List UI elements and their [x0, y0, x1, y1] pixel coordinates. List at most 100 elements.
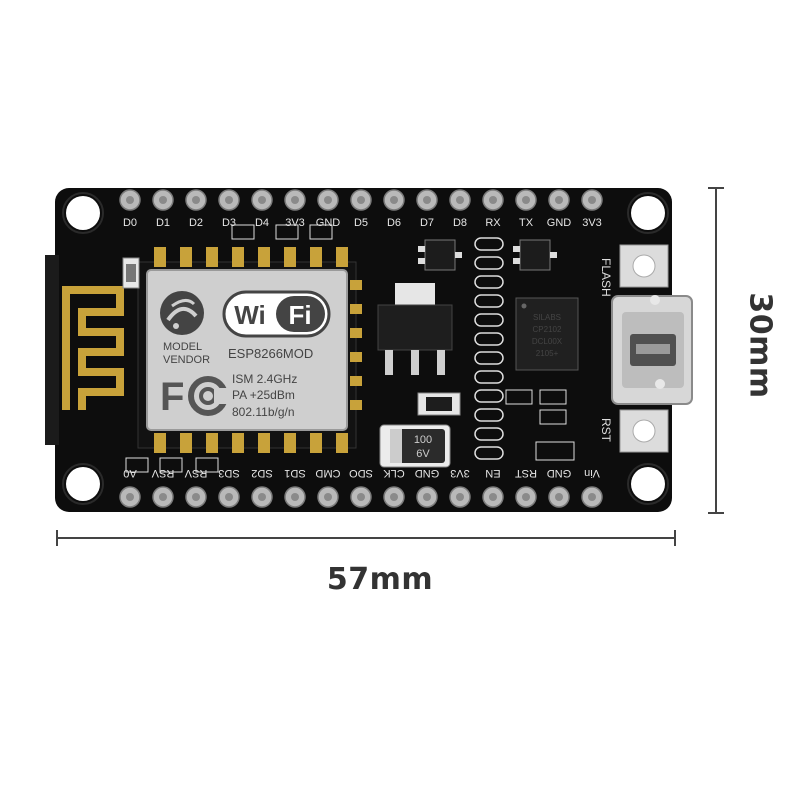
bottom-pin-label: CMD: [315, 467, 340, 479]
top-pin-center: [489, 196, 497, 204]
top-pin-label: D8: [453, 217, 467, 229]
top-pin-label: 3V3: [285, 217, 305, 229]
bottom-pin-center: [555, 493, 563, 501]
smd-transistors: [418, 239, 557, 271]
module-castellated-pads: [154, 247, 362, 453]
module-pad: [350, 328, 362, 338]
bottom-pin-label: GND: [415, 467, 440, 479]
bottom-pin-center: [522, 493, 530, 501]
bottom-pin-center: [357, 493, 365, 501]
spec-line-3: 802.11b/g/n: [232, 405, 295, 419]
bottom-pin-label: EN: [485, 467, 500, 479]
bottom-pin-center: [588, 493, 596, 501]
top-pin-label: D3: [222, 217, 236, 229]
capacitor-line-2: 6V: [416, 448, 430, 460]
top-pin-label: D7: [420, 217, 434, 229]
wifi-logo-text-right: Fi: [288, 300, 311, 330]
module-pad: [310, 247, 322, 267]
usb-uart-chip: [515, 297, 579, 371]
bottom-pin-label: RSV: [184, 467, 207, 479]
smd-small-parts: [125, 224, 575, 473]
vendor-label: VENDOR: [163, 354, 210, 366]
top-pin-label: RX: [485, 217, 501, 229]
module-pad: [350, 304, 362, 314]
module-pad: [336, 433, 348, 453]
top-pin-label: 3V3: [582, 217, 602, 229]
smd-resistor: [474, 351, 504, 365]
smd-resistor: [474, 427, 504, 441]
top-pin-center: [258, 196, 266, 204]
top-pin-center: [456, 196, 464, 204]
pcb-edge: [45, 255, 59, 445]
module-pad: [284, 433, 296, 453]
bottom-pin-label: RST: [515, 467, 537, 479]
top-pin-center: [159, 196, 167, 204]
bottom-pin-label: 3V3: [450, 467, 470, 479]
module-pad: [180, 247, 192, 267]
smd-resistor: [474, 332, 504, 346]
smd-resistor: [474, 408, 504, 422]
bottom-pin-label: GND: [547, 467, 572, 479]
top-pin-label: TX: [519, 217, 534, 229]
bottom-pin-label: SD2: [251, 467, 272, 479]
rst-button[interactable]: [619, 409, 669, 453]
bottom-pin-center: [456, 493, 464, 501]
bottom-pin-label: A0: [123, 467, 136, 479]
voltage-regulator: [377, 283, 453, 375]
module-pad: [206, 433, 218, 453]
top-pin-label: D2: [189, 217, 203, 229]
chip-line-2: CP2102: [533, 325, 562, 334]
bottom-pin-label: Vin: [584, 467, 600, 479]
width-dimension-line: [56, 530, 676, 546]
fcc-logo-icon: F: [160, 375, 228, 419]
top-pin-center: [324, 196, 332, 204]
flash-label: FLASH: [599, 258, 613, 297]
flash-button[interactable]: [619, 244, 669, 288]
smd-resistor: [474, 256, 504, 270]
top-pin-header: [119, 189, 603, 211]
top-pin-center: [357, 196, 365, 204]
smd-resistor: [474, 446, 504, 460]
smd-resistor: [474, 275, 504, 289]
top-pin-center: [225, 196, 233, 204]
top-pin-label: D1: [156, 217, 170, 229]
top-pin-label: D6: [387, 217, 401, 229]
top-pin-center: [555, 196, 563, 204]
module-pad: [232, 247, 244, 267]
module-pad: [350, 376, 362, 386]
micro-usb-port[interactable]: [611, 295, 693, 405]
smd-resistor: [474, 389, 504, 403]
smd-resistor: [474, 313, 504, 327]
top-pin-center: [390, 196, 398, 204]
top-pin-center: [522, 196, 530, 204]
spec-line-1: ISM 2.4GHz: [232, 372, 297, 386]
smd-resistor: [474, 237, 504, 251]
module-pad: [310, 433, 322, 453]
module-pad: [258, 433, 270, 453]
module-pad: [258, 247, 270, 267]
width-dimension-label: 57mm: [326, 562, 434, 597]
bottom-pin-center: [390, 493, 398, 501]
top-pin-center: [588, 196, 596, 204]
top-pin-center: [291, 196, 299, 204]
capacitor-line-1: 100: [414, 434, 432, 446]
bottom-pin-center: [192, 493, 200, 501]
module-pad: [232, 433, 244, 453]
top-pin-center: [126, 196, 134, 204]
espressif-logo-icon: [160, 291, 204, 335]
top-pin-label: GND: [547, 217, 572, 229]
bottom-pin-label: CLK: [383, 467, 405, 479]
chip-line-4: 2105+: [536, 349, 559, 358]
module-pad: [154, 247, 166, 267]
bottom-pin-center: [126, 493, 134, 501]
top-pin-label: D0: [123, 217, 137, 229]
module-pad: [206, 247, 218, 267]
smd-resistor-column: [474, 237, 504, 460]
model-label: MODEL: [163, 341, 202, 353]
bottom-pin-label: SD1: [284, 467, 305, 479]
bottom-pin-center: [423, 493, 431, 501]
